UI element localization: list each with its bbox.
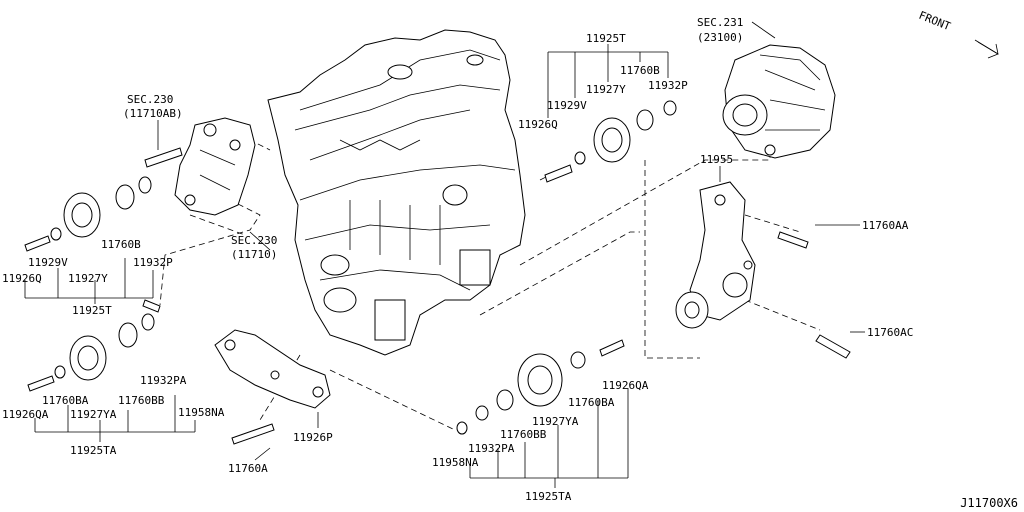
pulley-set-lower-left (27, 299, 161, 392)
label-11929V-top: 11929V (547, 99, 587, 112)
part-labels: SEC.231 (23100) SEC.230 (11710AB) SEC.23… (2, 16, 913, 503)
label-11760AC: 11760AC (867, 326, 913, 339)
label-11926Q-left: 11926Q (2, 272, 42, 285)
label-11925TA-left: 11925TA (70, 444, 117, 457)
label-sec230-top-num: (11710AB) (123, 107, 183, 120)
leader-lines (24, 21, 865, 488)
label-11760BB-bot: 11760BB (500, 428, 547, 441)
label-sec230-mid: SEC.230 (231, 234, 277, 247)
label-11932PA-left: 11932PA (140, 374, 187, 387)
label-11926P: 11926P (293, 431, 333, 444)
label-11926QA-bot: 11926QA (602, 379, 649, 392)
label-11932PA-bot: 11932PA (468, 442, 515, 455)
label-11927Y-top: 11927Y (586, 83, 626, 96)
pulley-set-lower-center (456, 339, 625, 435)
label-11760B-left: 11760B (101, 238, 141, 251)
pulley-set-upper-center (544, 100, 677, 183)
upper-bracket (174, 117, 256, 216)
label-11955: 11955 (700, 153, 733, 166)
label-11929V-left: 11929V (28, 256, 68, 269)
label-sec230-mid-num: (11710) (231, 248, 277, 261)
label-11760B-top: 11760B (620, 64, 660, 77)
idler-pulley-bracket-assembly (675, 181, 756, 329)
label-11958NA-left: 11958NA (178, 406, 225, 419)
label-11760A: 11760A (228, 462, 268, 475)
label-11927Y-left: 11927Y (68, 272, 108, 285)
label-11925T-top: 11925T (586, 32, 626, 45)
bolts (231, 231, 851, 445)
label-11760BA-bot: 11760BA (568, 396, 615, 409)
label-11927YA-left: 11927YA (70, 408, 117, 421)
lower-bracket (214, 329, 331, 409)
front-arrow-icon (977, 41, 999, 59)
label-11932P-left: 11932P (133, 256, 173, 269)
label-11760AA: 11760AA (862, 219, 909, 232)
front-label: FRONT (917, 9, 953, 34)
label-sec231-num: (23100) (697, 31, 743, 44)
label-11927YA-bot: 11927YA (532, 415, 579, 428)
label-11760BB-left: 11760BB (118, 394, 165, 407)
label-11958NA-bot: 11958NA (432, 456, 479, 469)
label-11925T-left: 11925T (72, 304, 112, 317)
label-sec231: SEC.231 (697, 16, 743, 29)
front-direction-indicator: FRONT (917, 9, 999, 59)
label-11932P-top: 11932P (648, 79, 688, 92)
label-11926Q-top: 11926Q (518, 118, 558, 131)
alternator (722, 44, 836, 159)
label-11926QA-left: 11926QA (2, 408, 49, 421)
engine-block (267, 29, 526, 356)
diagram-code: J11700X6 (960, 496, 1018, 510)
label-11760BA-left: 11760BA (42, 394, 89, 407)
pulley-set-upper-left (24, 147, 183, 252)
label-11925TA-bot: 11925TA (525, 490, 572, 503)
label-sec230-top: SEC.230 (127, 93, 173, 106)
